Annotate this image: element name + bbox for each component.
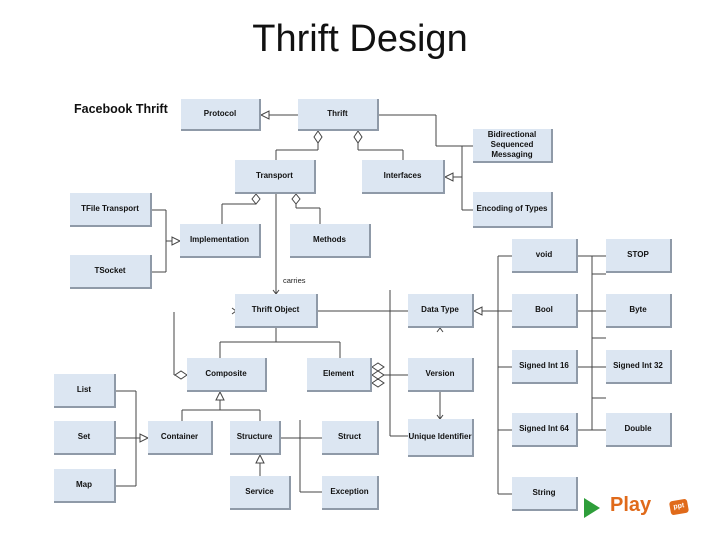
composite-box: Composite xyxy=(187,358,267,392)
data-type-box: Data Type xyxy=(408,294,474,328)
signed-int-64-box: Signed Int 64 xyxy=(512,413,578,447)
struct-box: Struct xyxy=(322,421,379,455)
element-box: Element xyxy=(307,358,372,392)
play-icon xyxy=(584,498,600,518)
play-logo-text: Play xyxy=(610,494,652,516)
map-box: Map xyxy=(54,469,116,503)
bool-box: Bool xyxy=(512,294,578,328)
string-box: String xyxy=(512,477,578,511)
version-box: Version xyxy=(408,358,474,392)
double-box: Double xyxy=(606,413,672,447)
bidirectional-messaging-box: Bidirectional Sequenced Messaging xyxy=(473,129,553,163)
tsocket-box: TSocket xyxy=(70,255,152,289)
thrift-object-box: Thrift Object xyxy=(235,294,318,328)
interfaces-box: Interfaces xyxy=(362,160,445,194)
structure-box: Structure xyxy=(230,421,281,455)
encoding-of-types-box: Encoding of Types xyxy=(473,192,553,228)
transport-box: Transport xyxy=(235,160,316,194)
void-box: void xyxy=(512,239,578,273)
service-box: Service xyxy=(230,476,291,510)
ppt-badge: ppt xyxy=(668,498,690,516)
tfile-transport-box: TFile Transport xyxy=(70,193,152,227)
set-box: Set xyxy=(54,421,116,455)
diagram-subtitle: Facebook Thrift xyxy=(74,102,168,116)
signed-int-16-box: Signed Int 16 xyxy=(512,350,578,384)
container-box: Container xyxy=(148,421,213,455)
carries-label: carries xyxy=(283,276,306,285)
list-box: List xyxy=(54,374,116,408)
methods-box: Methods xyxy=(290,224,371,258)
stop-box: STOP xyxy=(606,239,672,273)
exception-box: Exception xyxy=(322,476,379,510)
byte-box: Byte xyxy=(606,294,672,328)
play-logo[interactable]: Play ppt xyxy=(584,494,694,522)
unique-identifier-box: Unique Identifier xyxy=(408,419,474,457)
protocol-box: Protocol xyxy=(181,99,261,131)
signed-int-32-box: Signed Int 32 xyxy=(606,350,672,384)
thrift-box: Thrift xyxy=(298,99,379,131)
implementation-box: Implementation xyxy=(180,224,261,258)
slide-title: Thrift Design xyxy=(252,18,468,60)
